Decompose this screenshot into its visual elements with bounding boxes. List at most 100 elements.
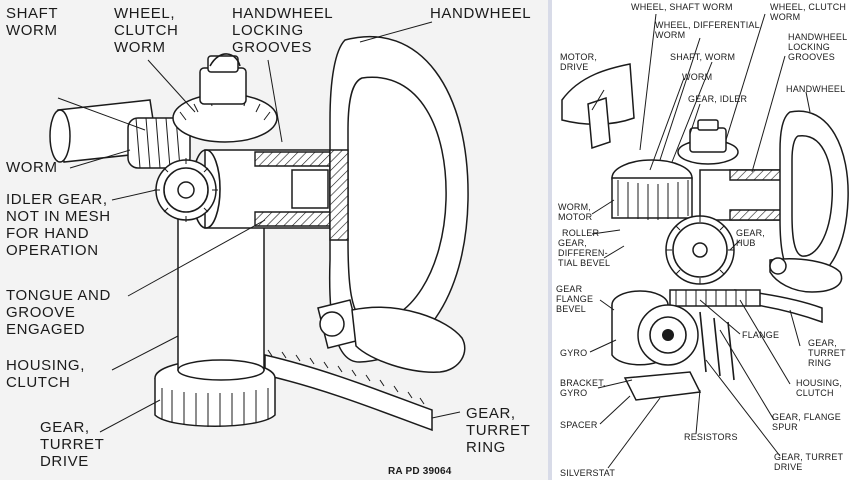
gyro-assembly-drawing — [611, 290, 735, 401]
right-label-worm-motor: WORM,MOTOR — [558, 202, 593, 222]
left-label-line: TURRET — [40, 436, 104, 453]
left-mechanism — [49, 35, 469, 432]
handwheel-drawing — [328, 35, 469, 363]
left-label-line: RING — [466, 439, 506, 456]
housing-clutch-cylinder — [177, 209, 265, 381]
right-label-silverstat: SILVERSTAT — [560, 468, 615, 478]
left-label-line: ENGAGED — [6, 321, 85, 338]
right-label-line: RESISTORS — [684, 432, 738, 442]
right-label-line: WHEEL, DIFFERENTIAL — [655, 20, 760, 30]
right-label-line: FLANGE — [742, 330, 779, 340]
right-label-line: ROLLER — [562, 228, 600, 238]
right-label-line: GEAR, FLANGE — [772, 412, 841, 422]
left-label-line: GEAR, — [40, 419, 90, 436]
left-label-line: WORM — [6, 159, 58, 176]
right-label-line: GEAR, — [558, 238, 587, 248]
left-label-line: FOR HAND — [6, 225, 89, 242]
left-label-line: WORM — [6, 22, 58, 39]
right-label-line: TURRET — [808, 348, 846, 358]
left-label-worm: WORM — [6, 159, 58, 176]
left-label-line: GROOVE — [6, 304, 75, 321]
differential-worm-wheel-drawing — [611, 159, 693, 220]
right-label-line: RING — [808, 358, 831, 368]
right-leaders — [589, 13, 811, 469]
right-label-line: HANDWHEEL — [788, 32, 847, 42]
right-label-line: GEAR, IDLER — [688, 94, 748, 104]
left-label-handwheel: HANDWHEEL — [430, 5, 531, 22]
left-label-line: SHAFT — [6, 5, 58, 22]
right-label-line: GROOVES — [788, 52, 835, 62]
right-label-gear-differential-bevel: GEAR,DIFFEREN-TIAL BEVEL — [558, 238, 610, 268]
turret-ring-gear — [264, 349, 433, 432]
left-label-line: OPERATION — [6, 242, 99, 259]
right-label-line: GEAR, — [808, 338, 837, 348]
left-label-line: TONGUE AND — [6, 287, 111, 304]
left-label-line: HANDWHEEL — [232, 5, 333, 22]
shaft-worm-tube-right — [699, 169, 791, 221]
right-label-line: BRACKET, — [560, 378, 606, 388]
clutch-worm-wheel-right — [677, 119, 739, 165]
left-label-housing-clutch: HOUSING,CLUTCH — [6, 357, 85, 391]
right-label-line: GEAR, — [736, 228, 765, 238]
right-label-wheel-shaft-worm: WHEEL, SHAFT WORM — [631, 2, 733, 12]
right-label-worm: WORM — [682, 72, 712, 82]
right-label-handwheel: HANDWHEEL — [786, 84, 845, 94]
right-label-line: WORM — [682, 72, 712, 82]
right-label-roller: ROLLER — [562, 228, 600, 238]
right-label-line: GEAR, TURRET — [774, 452, 844, 462]
left-label-line: WORM — [114, 39, 166, 56]
right-label-line: CLUTCH — [796, 388, 834, 398]
left-label-line: DRIVE — [40, 453, 89, 470]
left-leaders — [57, 21, 461, 433]
right-label-line: WHEEL, CLUTCH — [770, 2, 846, 12]
gear-hub-drawing — [665, 215, 735, 285]
right-label-line: SHAFT, WORM — [670, 52, 735, 62]
right-label-line: TIAL BEVEL — [558, 258, 610, 268]
left-label-line: TURRET — [466, 422, 530, 439]
right-label-line: MOTOR — [558, 212, 593, 222]
left-label-line: CLUTCH — [114, 22, 178, 39]
idler-gear-drawing — [154, 158, 218, 222]
left-label-line: GROOVES — [232, 39, 312, 56]
left-label-line: HANDWHEEL — [430, 5, 531, 22]
right-label-resistors: RESISTORS — [684, 432, 738, 442]
right-label-line: DRIVE — [774, 462, 803, 472]
right-label-line: HUB — [736, 238, 756, 248]
right-label-line: WORM — [655, 30, 685, 40]
right-label-line: GEAR — [556, 284, 583, 294]
right-label-line: SILVERSTAT — [560, 468, 615, 478]
right-label-line: BEVEL — [556, 304, 586, 314]
right-label-line: WHEEL, SHAFT WORM — [631, 2, 733, 12]
right-label-line: HOUSING, — [796, 378, 842, 388]
right-label-bracket-gyro: BRACKET,GYRO — [560, 378, 606, 398]
left-label-line: CLUTCH — [6, 374, 70, 391]
left-label-line: IDLER GEAR, — [6, 191, 108, 208]
right-label-gear-idler: GEAR, IDLER — [688, 94, 748, 104]
handwheel-right — [769, 110, 849, 293]
worm-drawing — [127, 117, 191, 169]
clutch-worm-wheel-drawing — [172, 53, 278, 143]
turret-ring-right — [669, 289, 823, 324]
right-label-motor-drive: MOTOR,DRIVE — [560, 52, 597, 72]
left-label-line: WHEEL, — [114, 5, 175, 22]
right-label-line: SPUR — [772, 422, 798, 432]
right-label-line: WORM — [770, 12, 800, 22]
right-label-line: HANDWHEEL — [786, 84, 845, 94]
right-label-line: SPACER — [560, 420, 598, 430]
